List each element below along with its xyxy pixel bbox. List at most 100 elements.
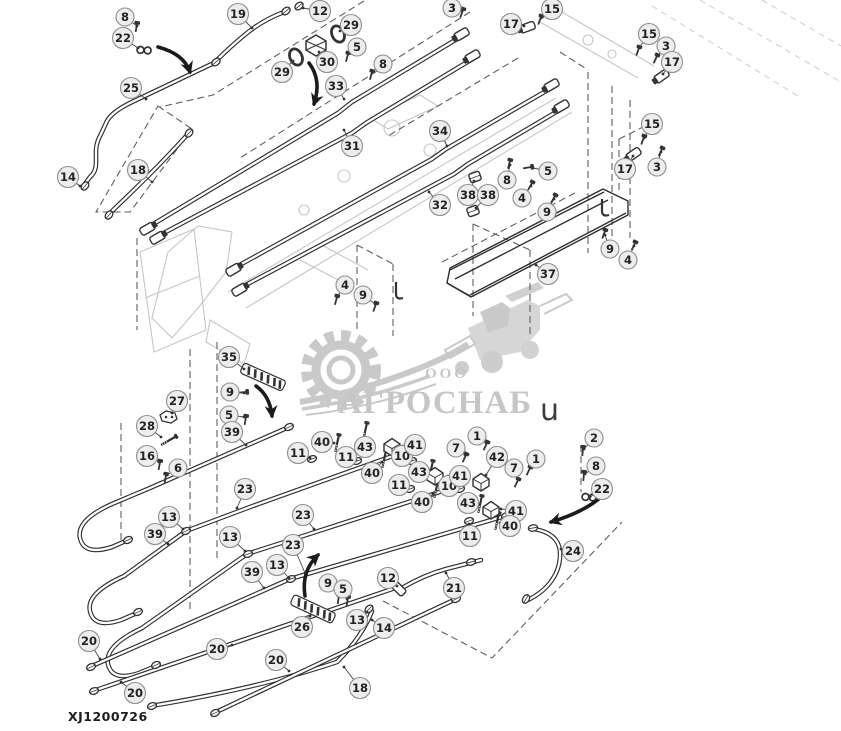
callout-33: 33 [324,74,348,98]
callout-39: 39 [240,560,264,584]
callout-43: 43 [353,435,377,459]
tube-32-core [240,106,565,289]
callout-18: 18 [348,676,372,700]
swoosh [299,341,470,405]
svg-text:8: 8 [121,10,129,24]
callout-26: 26 [290,615,314,639]
callout-20: 20 [123,681,147,705]
callout-20: 20 [205,637,229,661]
callout-1: 1 [526,449,546,469]
callout-11: 11 [334,445,358,469]
svg-text:18: 18 [352,681,368,695]
svg-text:13: 13 [161,510,177,524]
svg-text:9: 9 [226,385,234,399]
callout-22: 22 [111,26,135,50]
callout-32: 32 [428,193,452,217]
arrow-icon [307,61,324,107]
callout-14: 14 [56,165,80,189]
svg-text:18: 18 [130,163,146,177]
svg-text:13: 13 [349,613,365,627]
svg-text:32: 32 [432,198,448,212]
svg-text:38: 38 [480,188,496,202]
arrow-icon [156,45,193,75]
callout-8: 8 [373,54,393,74]
svg-text:25: 25 [123,81,139,95]
hose-18-upper-core [108,133,189,215]
svg-text:12: 12 [312,4,328,18]
svg-text:40: 40 [502,519,518,533]
svg-text:20: 20 [127,686,143,700]
svg-text:7: 7 [452,441,460,455]
svg-text:12: 12 [380,571,396,585]
callout-4: 4 [512,188,532,208]
callout-22: 22 [590,477,614,501]
svg-text:7: 7 [510,461,518,475]
svg-text:9: 9 [324,576,332,590]
svg-text:8: 8 [592,459,600,473]
flow-arrows [156,45,603,598]
svg-text:23: 23 [285,538,301,552]
harvester-icon [443,282,574,375]
callout-43: 43 [456,491,480,515]
watermark-u-mark: u [540,393,559,428]
svg-text:31: 31 [344,139,360,153]
svg-text:38: 38 [460,188,476,202]
callout-28: 28 [135,414,159,438]
svg-text:24: 24 [565,544,581,558]
callout-41: 41 [448,464,472,488]
svg-text:43: 43 [460,496,476,510]
svg-text:33: 33 [328,79,344,93]
callout-13: 13 [157,505,181,529]
tube-34-core [234,85,555,269]
svg-text:10: 10 [394,449,410,463]
callout-18: 18 [126,158,150,182]
callout-20: 20 [77,629,101,653]
tube-33-core [148,34,464,228]
callout-7: 7 [504,458,524,478]
svg-text:29: 29 [343,18,359,32]
callout-12: 12 [308,0,332,23]
svg-text:20: 20 [209,642,225,656]
watermark: ООО АГРОСНАБ [299,282,574,421]
svg-text:29: 29 [274,65,290,79]
svg-text:5: 5 [353,40,361,54]
callout-23: 23 [291,503,315,527]
callout-16: 16 [135,444,159,468]
svg-text:40: 40 [364,466,380,480]
callout-8: 8 [115,7,135,27]
svg-text:1: 1 [473,429,481,443]
callout-37: 37 [536,262,560,286]
callout-15: 15 [640,112,664,136]
callout-13: 13 [218,525,242,549]
watermark-company: АГРОСНАБ [338,385,532,421]
svg-text:40: 40 [314,435,330,449]
watermark-prefix: ООО [425,366,469,382]
callout-34: 34 [428,119,452,143]
svg-text:42: 42 [489,450,505,464]
hose-23a-core [88,452,400,625]
svg-text:26: 26 [294,620,310,634]
tube-25-core [83,60,218,186]
svg-text:9: 9 [359,288,367,302]
svg-text:11: 11 [338,450,354,464]
svg-text:17: 17 [664,55,680,69]
svg-text:23: 23 [237,482,253,496]
callout-17: 17 [613,157,637,181]
callout-20: 20 [264,648,288,672]
svg-text:20: 20 [268,653,284,667]
hose-19-core [215,10,286,62]
callout-17: 17 [499,12,523,36]
svg-text:9: 9 [543,205,551,219]
callout-35: 35 [217,345,241,369]
callout-39: 39 [220,420,244,444]
svg-text:5: 5 [225,408,233,422]
svg-text:13: 13 [269,558,285,572]
svg-text:22: 22 [594,482,610,496]
svg-text:23: 23 [295,508,311,522]
svg-text:40: 40 [414,495,430,509]
svg-text:13: 13 [222,530,238,544]
hose-39a-core [78,425,291,552]
svg-text:4: 4 [518,191,526,205]
callout-43: 43 [407,460,431,484]
callout-25: 25 [119,76,143,100]
